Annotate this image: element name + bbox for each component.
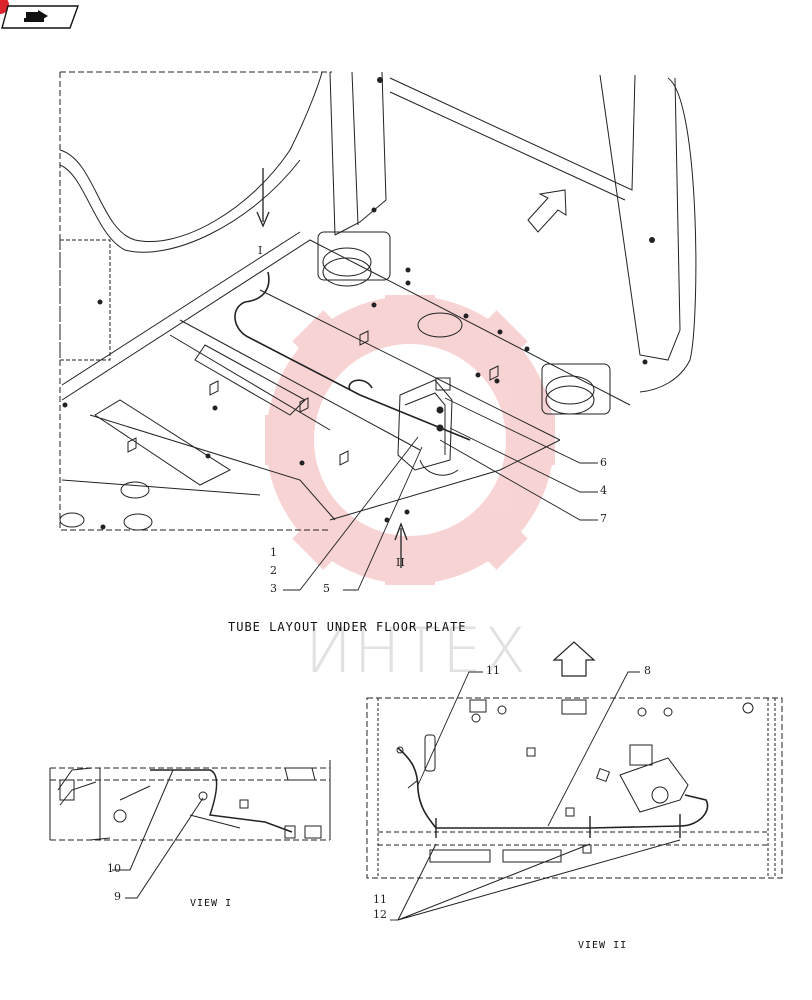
view-1-label: VIEW I xyxy=(190,898,233,909)
view-2-leader-lines xyxy=(390,671,681,921)
callout-6[interactable]: 6 xyxy=(600,456,607,469)
callout-9[interactable]: 9 xyxy=(114,890,121,903)
main-leader-lines xyxy=(283,397,598,591)
diagram-title: TUBE LAYOUT UNDER FLOOR PLATE xyxy=(228,620,467,634)
callout-11-bottom[interactable]: 11 xyxy=(373,893,387,906)
callout-11-top[interactable]: 11 xyxy=(486,664,500,677)
main-floor-view xyxy=(59,71,697,568)
watermark-text: ИНТЕХ xyxy=(305,614,528,687)
callout-12[interactable]: 12 xyxy=(373,908,387,921)
view-marker-ii: II xyxy=(396,556,405,569)
view-2-label: VIEW II xyxy=(578,940,628,951)
back-button[interactable] xyxy=(0,0,80,30)
callout-7[interactable]: 7 xyxy=(600,512,607,525)
watermark-gear-logo xyxy=(265,295,555,585)
view-1-drawing xyxy=(49,760,331,899)
callout-10[interactable]: 10 xyxy=(107,862,121,875)
callout-5[interactable]: 5 xyxy=(323,582,330,595)
up-arrow-icon xyxy=(552,641,596,677)
page-back-icon xyxy=(0,0,79,29)
callout-8[interactable]: 8 xyxy=(644,664,651,677)
callout-4[interactable]: 4 xyxy=(600,484,607,497)
callout-3[interactable]: 3 xyxy=(270,582,277,595)
view-2-drawing xyxy=(366,697,783,879)
view-marker-i: I xyxy=(258,244,263,257)
callout-1[interactable]: 1 xyxy=(270,546,277,559)
callout-2[interactable]: 2 xyxy=(270,564,277,577)
